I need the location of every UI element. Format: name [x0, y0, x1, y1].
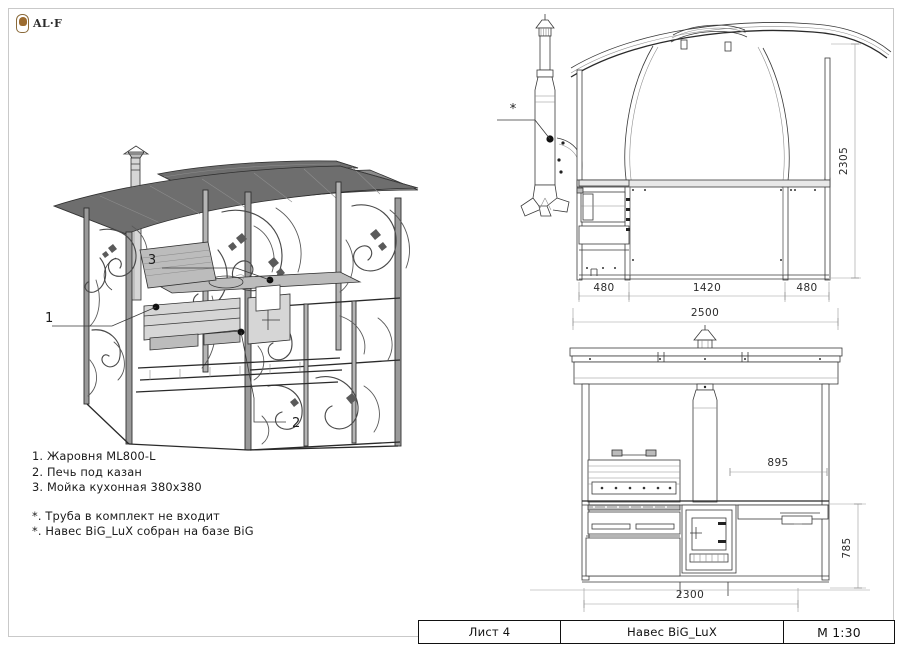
svg-text:480: 480: [593, 282, 614, 294]
posts-elevation: [576, 57, 831, 281]
callout-label-asterisk: *: [510, 102, 517, 117]
roof-seams: [99, 166, 381, 223]
callout-label-3: 3: [148, 253, 156, 268]
note-footnote-2: *. Навес BiG_LuX собран на базе BiG: [32, 524, 254, 539]
note-item-1: 1. Жаровня ML800-L: [32, 449, 156, 463]
kazan-oven-side: [681, 504, 737, 574]
grill-hood-side: [587, 449, 681, 503]
title-block-scale: M 1:30: [817, 624, 861, 640]
rails-elevation: [576, 179, 831, 280]
brand-logo-text: AL·F: [33, 17, 63, 30]
callout-leader-2: [237, 328, 286, 423]
ornament-panel-left: [84, 225, 148, 397]
title-block: Лист 4 Навес BiG_LuX M 1:30: [418, 620, 895, 644]
roof-rafters: [624, 45, 790, 189]
svg-text:1420: 1420: [693, 282, 721, 294]
crest-icon: [16, 14, 29, 33]
ornament-panel-right: [339, 204, 410, 293]
callout-label-2: 2: [292, 416, 300, 431]
roof-slab-side: [569, 347, 843, 385]
title-block-sheet: Лист 4: [419, 621, 561, 643]
sink-basin: [208, 275, 244, 289]
svg-text:480: 480: [796, 282, 817, 294]
side-elevation-view: 2500: [530, 300, 900, 620]
title-block-name: Навес BiG_LuX: [561, 621, 784, 643]
dimension-right-side: 785: [830, 503, 866, 589]
front-elevation-view: *: [495, 10, 900, 310]
callout-leader-1: [52, 303, 160, 327]
callout-leader-asterisk: [497, 119, 554, 143]
perspective-view: 3 1 2: [40, 130, 440, 451]
grill-grate: [139, 241, 217, 289]
svg-text:785: 785: [841, 537, 853, 558]
sink-cabinet-side: [737, 504, 829, 525]
railing-right: [249, 297, 401, 451]
dimension-height: 2305: [831, 43, 861, 279]
callout-label-1: 1: [45, 311, 53, 326]
brand-logo: AL·F: [16, 14, 62, 33]
post-right-side: [821, 383, 830, 581]
grill-module-elevation: [576, 179, 630, 276]
dimension-bottom-side: 2300: [583, 588, 799, 612]
chimney-stack-side: [692, 383, 718, 503]
svg-text:2305: 2305: [838, 147, 850, 175]
countertop: [150, 271, 362, 294]
svg-text:2500: 2500: [691, 307, 719, 319]
notes-block: 1. Жаровня ML800-L 2. Печь под казан 3. …: [32, 449, 332, 540]
grill-drawer-side: [585, 504, 681, 577]
dimension-inner: 895: [729, 457, 828, 476]
kitchen-module-3d: [103, 241, 362, 393]
roof-elevation: [570, 22, 892, 78]
svg-text:2300: 2300: [676, 589, 704, 601]
dimension-top: 2500: [572, 307, 839, 330]
dimension-bottom: 480 1420 480: [578, 282, 830, 302]
chimney-elevation: [520, 14, 583, 217]
note-item-2: 2. Печь под казан: [32, 464, 142, 479]
note-item-3: 3. Мойка кухонная 380х380: [32, 480, 202, 495]
svg-text:895: 895: [767, 457, 788, 469]
note-footnote-1: *. Труба в комплект не входит: [32, 508, 220, 523]
callout-leader-3: [162, 267, 274, 284]
